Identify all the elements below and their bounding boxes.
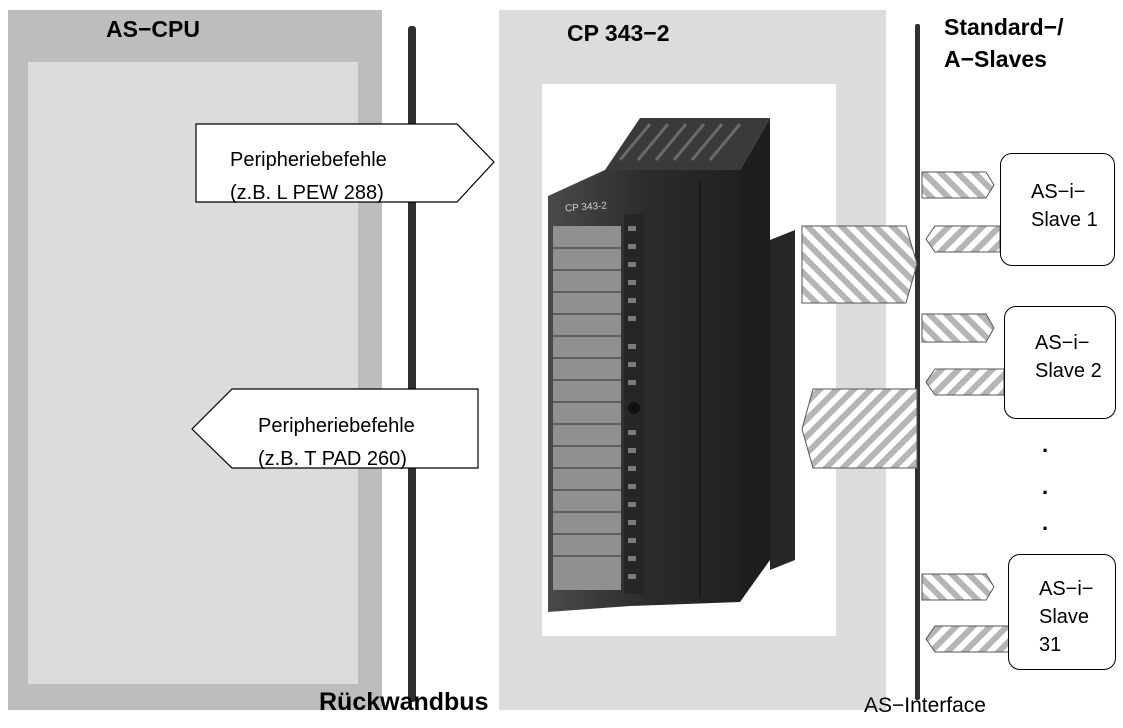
slave-1-line1: AS−i− <box>1031 181 1086 203</box>
packet-s31-out <box>921 573 995 601</box>
packet-s1-in <box>925 225 1001 253</box>
as-i-slave-1: AS−i− Slave 1 <box>1000 153 1115 266</box>
backplane-bus-line <box>408 26 416 702</box>
packet-s1-out <box>921 171 995 199</box>
as-i-slave-31: AS−i− Slave 31 <box>1008 554 1116 670</box>
read-command-arrow <box>195 123 495 203</box>
slaves-title-line1: Standard−/ <box>944 14 1064 40</box>
as-interface-line <box>915 24 920 700</box>
as-i-slave-2: AS−i− Slave 2 <box>1004 306 1116 419</box>
slave-1-line2: Slave 1 <box>1031 209 1098 231</box>
slave-31-line1: AS−i− <box>1039 578 1094 600</box>
cp-title: CP 343−2 <box>567 20 670 46</box>
backplane-bus-caption: Rückwandbus <box>319 688 489 716</box>
write-command-arrow <box>191 388 479 469</box>
slave-31-line3: 31 <box>1039 634 1062 656</box>
ellipsis-dot-3: . <box>1042 510 1049 535</box>
read-command-line1: Peripheriebefehle <box>230 149 387 171</box>
packet-large-in <box>801 388 918 469</box>
packet-large-out <box>801 225 918 304</box>
read-command-line2: (z.B. L PEW 288) <box>230 182 384 204</box>
as-interface-caption: AS−Interface <box>864 694 986 717</box>
packet-s31-in <box>925 625 1011 653</box>
write-command-line1: Peripheriebefehle <box>258 415 415 437</box>
slaves-title-line2: A−Slaves <box>944 46 1047 72</box>
ellipsis-dot-1: . <box>1042 432 1049 457</box>
slave-31-line2: Slave <box>1039 606 1090 628</box>
ellipsis-dot-2: . <box>1042 474 1049 499</box>
slave-2-line2: Slave 2 <box>1035 360 1102 382</box>
module-photo <box>548 118 795 612</box>
packet-s2-out <box>921 313 995 343</box>
write-command-line2: (z.B. T PAD 260) <box>258 448 407 470</box>
as-cpu-title: AS−CPU <box>106 16 200 42</box>
slave-2-line1: AS−i− <box>1035 332 1090 354</box>
packet-s2-in <box>925 368 1005 396</box>
